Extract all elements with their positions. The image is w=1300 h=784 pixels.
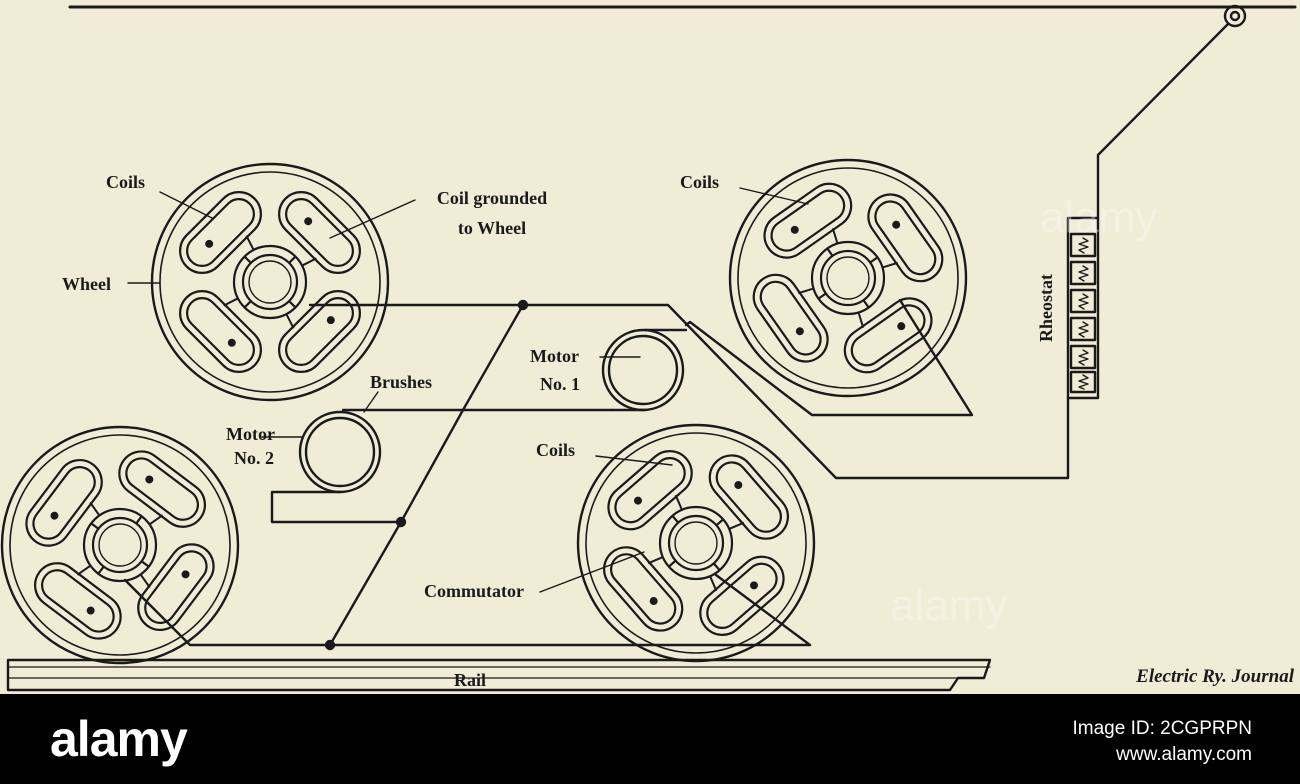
label-commutator: Commutator [424, 581, 524, 601]
rheostat-lead [521, 303, 1070, 480]
trolley-pole [1096, 22, 1230, 220]
wire-grounded-coil [308, 303, 525, 412]
motor-2 [298, 410, 382, 494]
rail [6, 658, 992, 692]
wheel-top-right [728, 158, 968, 398]
label-rheostat: Rheostat [1036, 274, 1056, 342]
label-motor2-b: No. 2 [234, 448, 274, 468]
coils [752, 182, 944, 374]
rheostat [1066, 216, 1100, 400]
wire-right-wheel [684, 298, 974, 417]
label-brushes: Brushes [370, 372, 432, 392]
label-motor2-a: Motor [226, 424, 275, 444]
circuit-diagram: Coils Coil grounded to Wheel Wheel Coils… [0, 4, 1297, 692]
coils [25, 450, 215, 640]
wheel-bottom-right [576, 423, 816, 663]
commutator [810, 240, 886, 316]
watermark: alamy [890, 581, 1007, 630]
label-motor1-a: Motor [530, 346, 579, 366]
watermark: alamy [1040, 193, 1157, 242]
wheel-bottom-left [0, 425, 240, 665]
label-motor1-b: No. 1 [540, 374, 580, 394]
image-id: Image ID: 2CGPRPN [1072, 718, 1253, 739]
motor2-loop [270, 490, 403, 524]
trolley-wheel [1223, 4, 1247, 28]
credit-line: Electric Ry. Journal [1135, 666, 1295, 687]
commutator [658, 505, 734, 581]
wire-diagonal [328, 408, 465, 647]
site-url: www.alamy.com [1116, 744, 1252, 765]
commutator [82, 507, 158, 583]
diagram-canvas: Coils Coil grounded to Wheel Wheel Coils… [0, 0, 1300, 694]
label-coil-grounded-2: to Wheel [458, 218, 526, 238]
label-coils-2: Coils [680, 172, 719, 192]
alamy-logo: alamy [50, 711, 188, 767]
motor-1 [601, 328, 688, 412]
commutator [232, 244, 308, 320]
wheel-top-left [150, 162, 390, 402]
coils [178, 190, 362, 374]
label-coils-3: Coils [536, 440, 575, 460]
label-wheel: Wheel [62, 274, 111, 294]
label-coils-1: Coils [106, 172, 145, 192]
stock-banner: alamy Image ID: 2CGPRPN www.alamy.com [0, 694, 1300, 784]
image-id-block: Image ID: 2CGPRPN www.alamy.com [1073, 716, 1253, 768]
label-rail: Rail [454, 670, 486, 690]
label-coil-grounded-1: Coil grounded [437, 188, 547, 208]
coils [603, 450, 789, 636]
wire-commutator-ground [123, 573, 812, 647]
